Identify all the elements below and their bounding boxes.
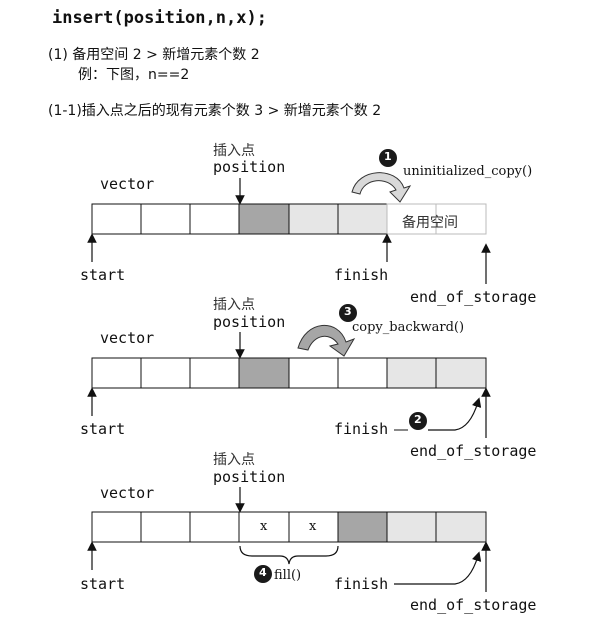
eos-label-r2: end_of_storage (410, 442, 537, 460)
step-label-4: fill() (274, 568, 302, 583)
start-label-r3: start (80, 575, 126, 593)
row-2 (87, 304, 491, 438)
position-label-r2: position (213, 313, 286, 331)
signature-title: insert(position,n,x); (52, 8, 267, 28)
cell-r3-1 (140, 511, 191, 543)
vector-label-r1: vector (100, 175, 155, 193)
cell-r2-1 (140, 357, 191, 389)
case-example-line: 例：下图，n==2 (78, 67, 190, 83)
step3-curved-arrow (297, 325, 356, 357)
finish-label-r1: finish (334, 266, 389, 284)
cell-r2-6 (386, 357, 437, 389)
start-label-r2: start (80, 420, 126, 438)
cell-r3-2 (189, 511, 240, 543)
step-num-2: 2 (414, 413, 422, 426)
step-badge-4 (254, 565, 272, 583)
eos-label-r3: end_of_storage (410, 596, 537, 614)
cell-r3-6 (386, 511, 437, 543)
step-num-1: 1 (384, 150, 392, 163)
cell-r1-3 (238, 203, 290, 235)
finish-label-r3: finish (334, 575, 389, 593)
insert-point-label-r1: 插入点 (213, 143, 255, 159)
cell-r3-7 (435, 511, 487, 543)
position-label-r1: position (213, 158, 286, 176)
position-label-r3: position (213, 468, 286, 486)
cell-r3-4 (288, 511, 339, 543)
cell-r2-7 (435, 357, 487, 389)
finish-label-r2: finish (334, 420, 389, 438)
cell-r2-5 (337, 357, 388, 389)
cell-r1-4 (288, 203, 339, 235)
step-num-3: 3 (344, 305, 352, 318)
finish-move-arrow-r3 (394, 551, 482, 585)
case-line-1: (1) 备用空间 2 > 新增元素个数 2 (48, 47, 260, 63)
cell-r1-1 (140, 203, 191, 235)
spare-cell-r1-1 (435, 203, 487, 235)
finish-move-arrow-r2 (428, 397, 482, 431)
step-badge-1 (379, 149, 397, 167)
cell-r2-4 (288, 357, 339, 389)
step-badge-3 (339, 304, 357, 322)
filled-x-cell-2: x (309, 519, 317, 534)
spare-space-label: 备用空间 (402, 215, 458, 231)
spare-cell-r1-0 (386, 203, 437, 235)
row-3 (87, 487, 491, 592)
step1-curved-arrow (351, 172, 412, 203)
vector-label-r3: vector (100, 484, 155, 502)
step-label-3: copy_backward() (352, 320, 465, 335)
step-num-4: 4 (259, 566, 267, 579)
step-label-1: uninitialized_copy() (403, 164, 533, 179)
cell-r1-0 (91, 203, 142, 235)
insert-point-label-r2: 插入点 (213, 297, 255, 313)
cell-r2-0 (91, 357, 142, 389)
cell-r3-0 (91, 511, 142, 543)
cell-r2-2 (189, 357, 240, 389)
row-1 (87, 149, 491, 284)
cell-r1-5 (337, 203, 388, 235)
fill-brace (239, 545, 339, 565)
case-line-1-1: (1-1)插入点之后的现有元素个数 3 > 新增元素个数 2 (48, 103, 382, 119)
cell-r1-2 (189, 203, 240, 235)
insert-point-label-r3: 插入点 (213, 452, 255, 468)
eos-label-r1: end_of_storage (410, 288, 537, 306)
vector-label-r2: vector (100, 329, 155, 347)
filled-x-cell-1: x (260, 519, 268, 534)
cell-r3-3 (238, 511, 290, 543)
start-label-r1: start (80, 266, 126, 284)
cell-r2-3 (238, 357, 290, 389)
cell-r3-5 (337, 511, 388, 543)
step-badge-2 (409, 412, 427, 430)
